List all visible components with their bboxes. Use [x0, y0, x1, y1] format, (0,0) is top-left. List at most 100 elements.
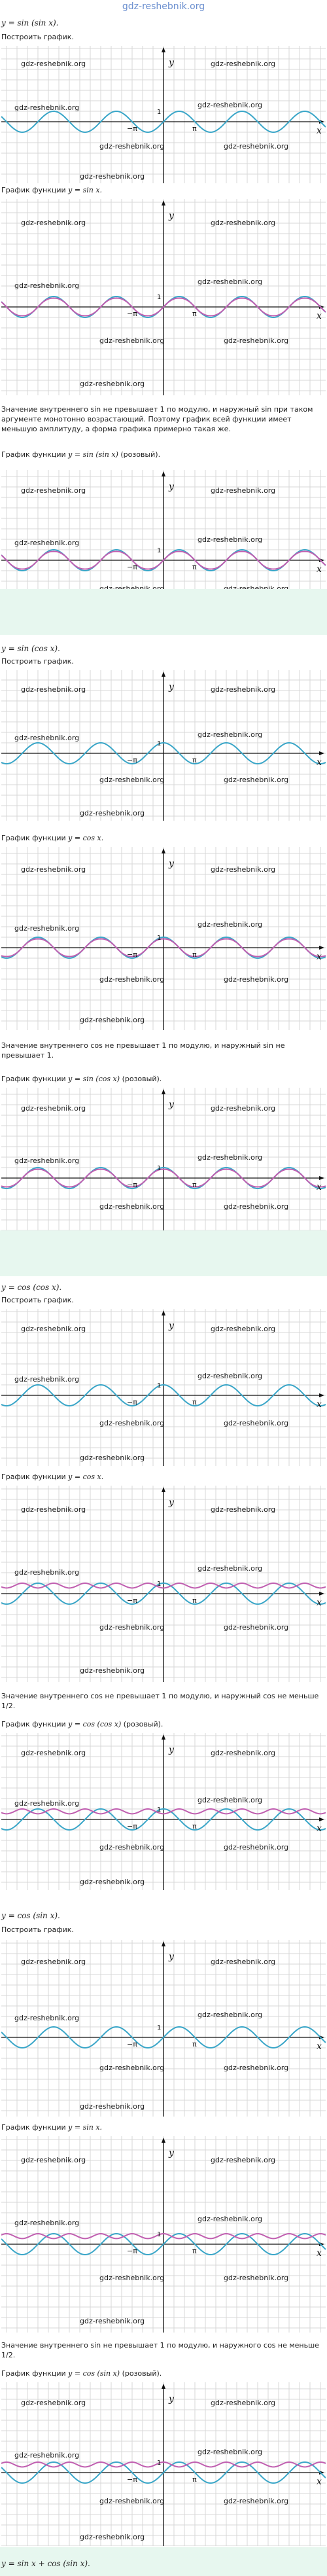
watermark-text: gdz-reshebnik.org — [224, 1623, 288, 1632]
x-tick-neg-pi: −π — [127, 310, 137, 318]
watermark-text: gdz-reshebnik.org — [211, 1104, 275, 1113]
watermark-text: gdz-reshebnik.org — [21, 1958, 86, 1966]
y-axis-label: y — [168, 1952, 175, 1962]
x-tick-pi: π — [192, 310, 197, 318]
watermark-text: gdz-reshebnik.org — [99, 1623, 164, 1632]
watermark-text: gdz-reshebnik.org — [14, 1156, 79, 1165]
graph-caption: График функции y = cos (sin x) (розовый)… — [1, 2369, 162, 2378]
x-axis-arrow — [319, 2242, 324, 2246]
watermark-text: gdz-reshebnik.org — [14, 1568, 79, 1577]
watermark-text: gdz-reshebnik.org — [14, 103, 79, 112]
graph-caption: График функции y = sin (cos x) (розовый)… — [1, 1075, 162, 1083]
x-tick-pi: π — [192, 563, 197, 571]
watermark-text: gdz-reshebnik.org — [14, 539, 79, 547]
curve-cosx — [1, 1384, 326, 1407]
caption-prefix: График функции — [1, 450, 66, 459]
explanation-text: Значение внутреннего sin не превышает 1 … — [1, 405, 313, 433]
section-divider — [0, 1230, 327, 1276]
y-axis-arrow — [162, 671, 165, 677]
x-tick-pi: π — [192, 1181, 197, 1189]
watermark-text: gdz-reshebnik.org — [21, 1104, 86, 1113]
watermark-text: gdz-reshebnik.org — [198, 1372, 262, 1380]
watermark-text: gdz-reshebnik.org — [224, 142, 288, 151]
y-tick-1: 1 — [157, 294, 161, 301]
y-axis-label: y — [168, 682, 175, 692]
watermark-text: gdz-reshebnik.org — [211, 685, 275, 694]
y-tick-1: 1 — [157, 2231, 161, 2238]
x-axis-label: x — [317, 1598, 322, 1608]
x-tick-neg-pi: −π — [127, 2475, 137, 2484]
x-axis-arrow — [319, 120, 324, 124]
watermark-text: gdz-reshebnik.org — [80, 1878, 145, 1886]
watermark-text: gdz-reshebnik.org — [224, 776, 288, 784]
x-axis-arrow — [319, 1592, 324, 1596]
y-tick-1: 1 — [157, 2460, 161, 2467]
y-tick-1: 1 — [157, 1581, 161, 1588]
x-tick-pi: π — [192, 1398, 197, 1406]
x-axis-label: x — [317, 1823, 322, 1834]
footer-formula: y = sin x + cos (sin x). — [1, 2559, 90, 2568]
x-tick-pi: π — [192, 2247, 197, 2255]
watermark-text: gdz-reshebnik.org — [198, 1153, 262, 1162]
watermark-text: gdz-reshebnik.org — [80, 172, 145, 181]
caption-suffix: (розовый). — [120, 450, 161, 459]
watermark-text: gdz-reshebnik.org — [224, 1202, 288, 1211]
caption-prefix: График функции — [1, 1720, 66, 1728]
watermark-text: gdz-reshebnik.org — [21, 685, 86, 694]
x-tick-neg-pi: −π — [127, 1398, 137, 1406]
watermark-text: gdz-reshebnik.org — [198, 1796, 262, 1804]
watermark-text: gdz-reshebnik.org — [21, 1505, 86, 1514]
watermark-text: gdz-reshebnik.org — [211, 219, 275, 227]
y-axis-arrow — [162, 2384, 165, 2389]
watermark-text: gdz-reshebnik.org — [198, 2448, 262, 2456]
x-tick-neg-pi: −π — [127, 124, 137, 133]
watermark-text: gdz-reshebnik.org — [21, 1749, 86, 1757]
curve-cosx — [1, 742, 326, 765]
x-tick-pi: π — [192, 1596, 197, 1605]
curve-sinsinx — [1, 297, 326, 317]
watermark-text: gdz-reshebnik.org — [211, 486, 275, 495]
site-header[interactable]: gdz-reshebnik.org — [122, 1, 205, 12]
watermark-text: gdz-reshebnik.org — [224, 2497, 288, 2505]
watermark-text: gdz-reshebnik.org — [211, 2399, 275, 2407]
y-axis-label: y — [168, 211, 175, 221]
explanation-text: Значение внутреннего cos не превышает 1 … — [1, 1041, 285, 1060]
x-tick-pi: π — [192, 1822, 197, 1831]
watermark-text: gdz-reshebnik.org — [99, 1202, 164, 1211]
x-axis-label: x — [317, 2041, 322, 2052]
caption-suffix: (розовый). — [122, 2369, 162, 2378]
watermark-text: gdz-reshebnik.org — [80, 2102, 145, 2111]
watermark-text: gdz-reshebnik.org — [80, 809, 145, 817]
watermark-text: gdz-reshebnik.org — [198, 2215, 262, 2223]
x-axis-label: x — [317, 952, 322, 962]
caption-suffix: (розовый). — [122, 1075, 162, 1083]
x-tick-pi: π — [192, 950, 197, 959]
y-axis-arrow — [162, 848, 165, 853]
watermark-text: gdz-reshebnik.org — [198, 277, 262, 286]
task-formula: y = sin (sin x). — [1, 18, 59, 27]
y-tick-1: 1 — [157, 547, 161, 554]
x-tick-neg-pi: −π — [127, 1822, 137, 1831]
x-axis-arrow — [319, 2471, 324, 2475]
curve-cossinx — [1, 2232, 326, 2240]
caption-math: y = cos x. — [68, 834, 104, 842]
watermark-text: gdz-reshebnik.org — [198, 2011, 262, 2019]
watermark-text: gdz-reshebnik.org — [14, 1375, 79, 1384]
watermark-text: gdz-reshebnik.org — [21, 865, 86, 874]
watermark-text: gdz-reshebnik.org — [198, 1564, 262, 1573]
